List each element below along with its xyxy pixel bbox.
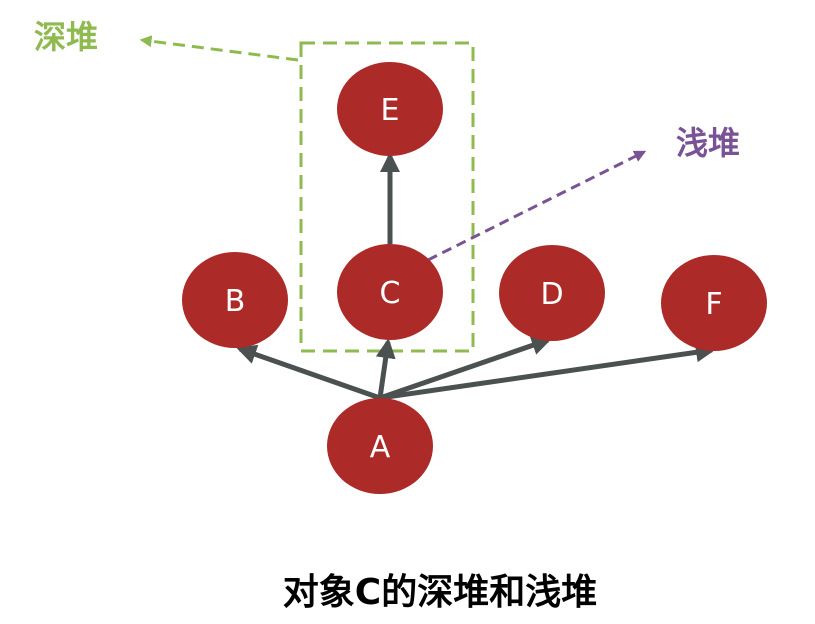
deep-heap-pointer	[139, 35, 299, 62]
node-d: D	[499, 245, 605, 341]
node-c: C	[337, 244, 443, 340]
node-f-label: F	[705, 287, 722, 322]
diagram-caption: 对象C的深堆和浅堆	[283, 572, 597, 613]
edge-a-to-c	[375, 338, 396, 399]
deep-heap-label: 深堆	[34, 18, 98, 56]
node-c-label: C	[380, 276, 401, 311]
edge-a-to-b	[236, 344, 381, 401]
shallow-heap-pointer	[427, 150, 647, 262]
node-d-label: D	[540, 277, 563, 312]
node-f: F	[661, 255, 767, 351]
node-a: A	[327, 398, 433, 494]
edge-a-to-d	[379, 335, 552, 401]
node-a-label: A	[370, 430, 391, 465]
edge-a-to-f	[379, 342, 716, 401]
node-b: B	[182, 252, 288, 348]
node-e-label: E	[381, 93, 400, 128]
node-e: E	[337, 62, 443, 156]
node-b-label: B	[225, 284, 246, 319]
deep-heap-boundary	[299, 41, 475, 353]
shallow-heap-label: 浅堆	[676, 124, 740, 162]
